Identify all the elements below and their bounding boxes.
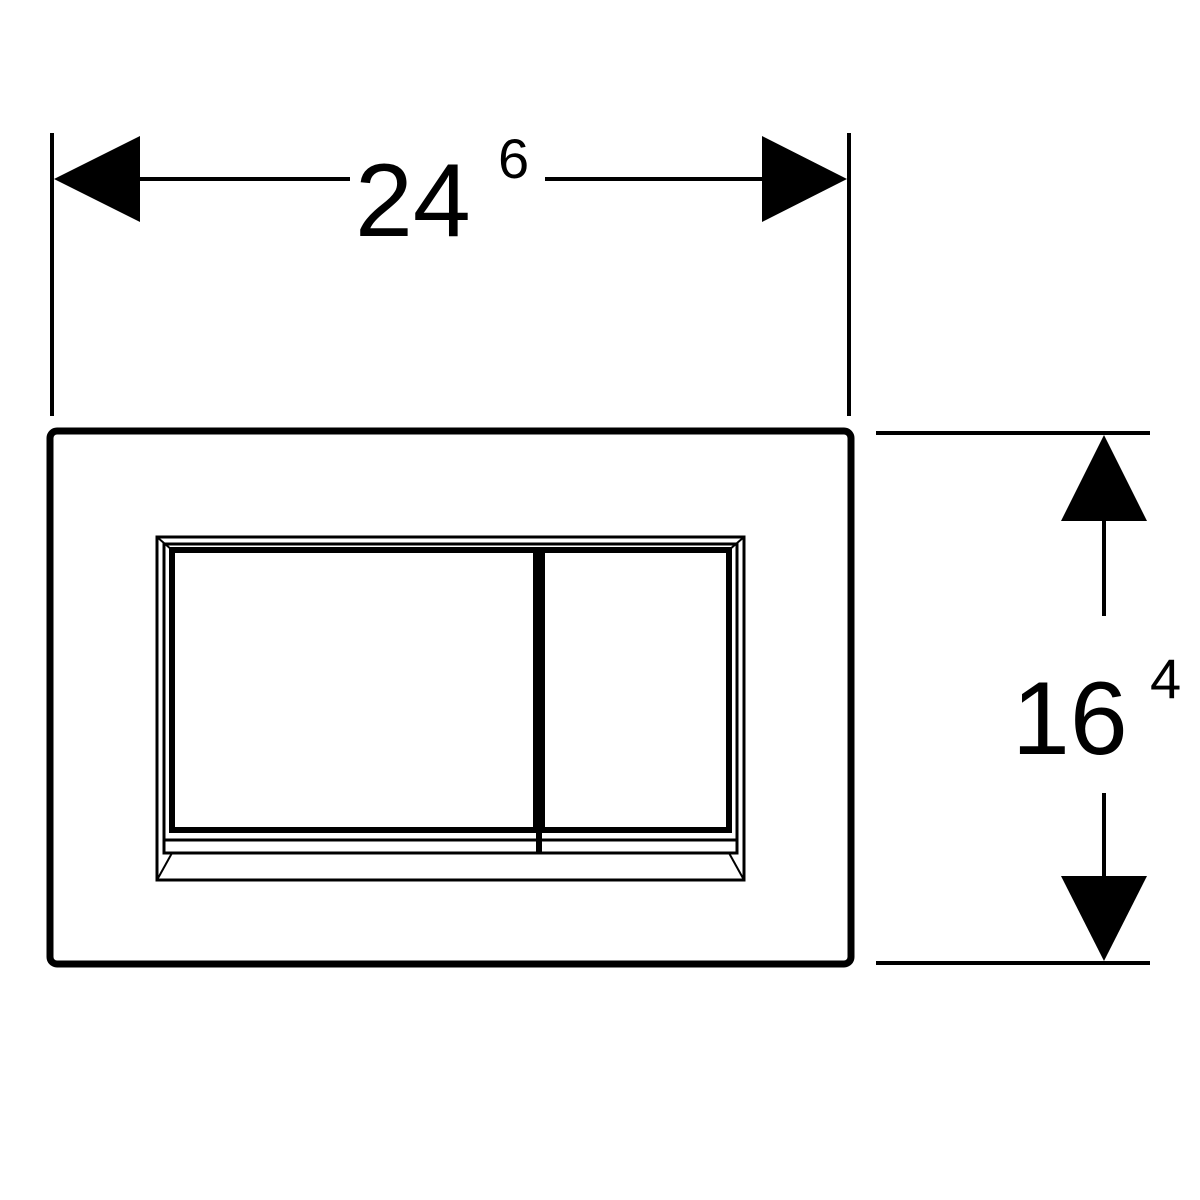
button-frame-outer xyxy=(155,535,746,882)
width-value-main: 24 xyxy=(355,143,471,259)
height-arrow-down-icon xyxy=(1061,876,1147,961)
width-arrow-left-icon xyxy=(54,136,140,222)
frame-bevel-bottom-right xyxy=(728,852,745,881)
width-value: 24 6 xyxy=(355,127,529,259)
flush-plate xyxy=(46,427,855,968)
cover-plate-outline xyxy=(46,427,855,968)
width-arrow-right-icon xyxy=(762,136,847,222)
height-value-main: 16 xyxy=(1012,661,1128,777)
button-frame-inner xyxy=(162,542,739,855)
height-arrow-up-icon xyxy=(1061,435,1147,521)
height-value-superscript: 4 xyxy=(1150,647,1181,710)
width-value-superscript: 6 xyxy=(498,127,529,190)
large-flush-button xyxy=(169,547,539,833)
height-value: 16 4 xyxy=(1012,647,1181,777)
small-flush-button xyxy=(539,547,732,833)
frame-bevel-bottom-left xyxy=(156,852,173,881)
width-dimension: 24 6 xyxy=(50,127,851,416)
height-dimension: 16 4 xyxy=(876,431,1181,965)
